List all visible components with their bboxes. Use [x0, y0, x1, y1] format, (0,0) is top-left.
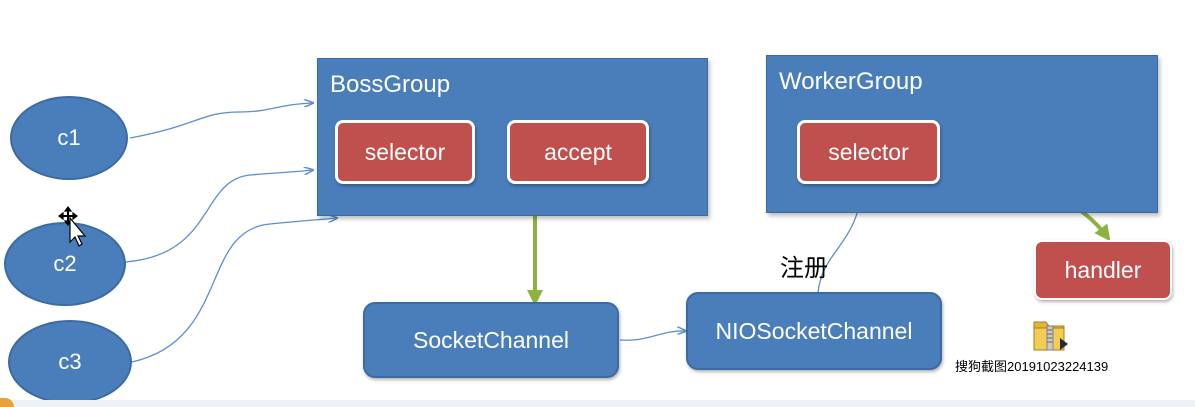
desktop-file-label[interactable]: 搜狗截图20191023224139 — [955, 359, 1109, 374]
accept-label: accept — [544, 138, 612, 165]
boss-selector-box: selector — [335, 120, 475, 184]
client-c1-label: c1 — [57, 125, 81, 150]
arrow-c3-boss — [131, 218, 337, 363]
register-label: 注册 — [780, 255, 828, 282]
nio-socket-channel-label: NIOSocketChannel — [715, 317, 913, 344]
nio-socket-channel-box: NIOSocketChannel — [686, 292, 942, 370]
worker-group-title: WorkerGroup — [779, 68, 923, 95]
bottom-strip — [0, 400, 1195, 407]
boss-group-title: BossGroup — [330, 71, 451, 98]
client-c1: c1 — [10, 96, 128, 180]
bottom-left-accent — [0, 398, 14, 407]
handler-label: handler — [1064, 256, 1142, 283]
socket-channel-label: SocketChannel — [413, 326, 569, 353]
arrow-c2-boss — [124, 170, 313, 263]
boss-selector-label: selector — [364, 138, 446, 165]
client-c2: c2 — [4, 222, 126, 306]
arrow-c1-boss — [129, 103, 313, 139]
mouse-cursor-icon — [58, 206, 87, 247]
worker-selector-label: selector — [828, 138, 909, 165]
accept-box: accept — [507, 120, 649, 184]
worker-selector-box: selector — [797, 120, 940, 184]
arrow-socket-to-nio — [619, 331, 686, 341]
handler-box: handler — [1034, 240, 1172, 300]
socket-channel-box: SocketChannel — [363, 302, 619, 378]
folder-zip-icon[interactable] — [1030, 314, 1070, 354]
client-c3: c3 — [8, 320, 132, 404]
client-c2-label: c2 — [53, 251, 77, 276]
client-c3-label: c3 — [58, 349, 82, 374]
